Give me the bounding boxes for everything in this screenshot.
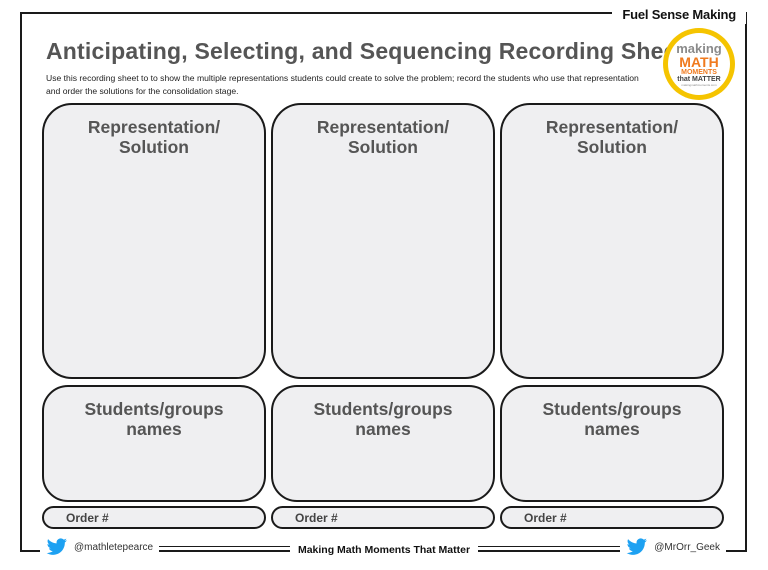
header-tag: Fuel Sense Making	[612, 6, 746, 24]
logo-line-5: makingmathmoments.com	[681, 82, 717, 87]
representation-label: Representation/ Solution	[87, 117, 221, 157]
instructions-text: Use this recording sheet to to show the …	[46, 73, 639, 96]
students-box-1[interactable]: Students/groups names	[42, 385, 266, 502]
students-label: Students/groups names	[542, 399, 682, 439]
order-label: Order #	[524, 511, 567, 525]
footer-right-handle[interactable]: @MrOrr_Geek	[620, 538, 726, 556]
representation-box-2[interactable]: Representation/ Solution	[271, 103, 495, 379]
twitter-bird-icon	[46, 538, 67, 555]
logo-line-4: that MATTER	[677, 75, 721, 83]
page-title: Anticipating, Selecting, and Sequencing …	[46, 38, 685, 64]
representation-box-3[interactable]: Representation/ Solution	[500, 103, 724, 379]
footer-left-handle[interactable]: @mathletepearce	[40, 538, 160, 556]
order-box-1[interactable]: Order #	[42, 506, 266, 529]
representation-label: Representation/ Solution	[545, 117, 679, 157]
footer-right-handle-text: @MrOrr_Geek	[654, 541, 720, 553]
footer-rule-left	[150, 546, 310, 547]
footer-center: Making Math Moments That Matter	[0, 540, 768, 558]
students-box-2[interactable]: Students/groups names	[271, 385, 495, 502]
order-box-2[interactable]: Order #	[271, 506, 495, 529]
representation-label: Representation/ Solution	[316, 117, 450, 157]
twitter-bird-icon	[626, 538, 648, 555]
logo-line-2: MATH	[679, 53, 719, 70]
logo-line-1: making	[676, 40, 722, 56]
representation-box-1[interactable]: Representation/ Solution	[42, 103, 266, 379]
students-label: Students/groups names	[313, 399, 453, 439]
students-box-3[interactable]: Students/groups names	[500, 385, 724, 502]
brand-logo: making MATH MOMENTS that MATTER makingma…	[663, 28, 735, 100]
footer-center-text: Making Math Moments That Matter	[289, 544, 479, 556]
order-label: Order #	[66, 511, 109, 525]
order-label: Order #	[295, 511, 338, 525]
students-label: Students/groups names	[84, 399, 224, 439]
logo-line-3: MOMENTS	[681, 68, 717, 76]
footer-left-handle-text: @mathletepearce	[74, 541, 154, 553]
footer-rule-right	[468, 546, 628, 547]
order-box-3[interactable]: Order #	[500, 506, 724, 529]
